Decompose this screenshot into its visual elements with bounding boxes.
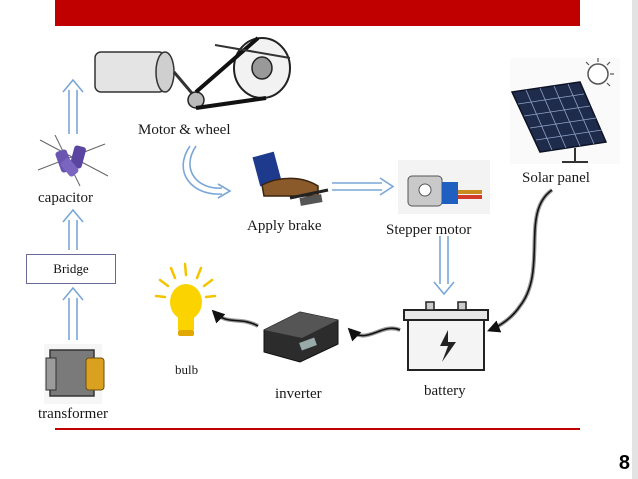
bulb-image [154, 262, 217, 336]
apply-brake-label: Apply brake [247, 218, 322, 234]
transformer-label: transformer [38, 406, 108, 422]
flow-arrows-black [211, 188, 554, 342]
capacitor-label: capacitor [38, 190, 93, 206]
flow-arrows-blue [62, 78, 455, 340]
solar-panel-image [510, 58, 620, 164]
stepper-motor-image [398, 160, 490, 214]
motor-wheel-label: Motor & wheel [138, 122, 231, 138]
page-number: 8 [618, 452, 630, 474]
inverter-label: inverter [275, 386, 322, 402]
inverter-image [258, 286, 346, 374]
bridge-label: Bridge [53, 261, 89, 276]
battery-label: battery [424, 383, 466, 399]
capacitor-image [37, 134, 109, 187]
transformer-image [44, 344, 105, 404]
motor-wheel-image [85, 30, 297, 116]
footer-rule [55, 428, 580, 430]
slide-edge [632, 0, 638, 479]
bulb-label: bulb [175, 362, 199, 377]
stepper-motor-label: Stepper motor [386, 222, 472, 238]
apply-brake-image [246, 151, 332, 214]
solar-panel-label: Solar panel [522, 170, 590, 186]
title-bar [55, 0, 580, 26]
bridge-box: Bridge [26, 254, 116, 284]
battery-image [402, 296, 490, 376]
